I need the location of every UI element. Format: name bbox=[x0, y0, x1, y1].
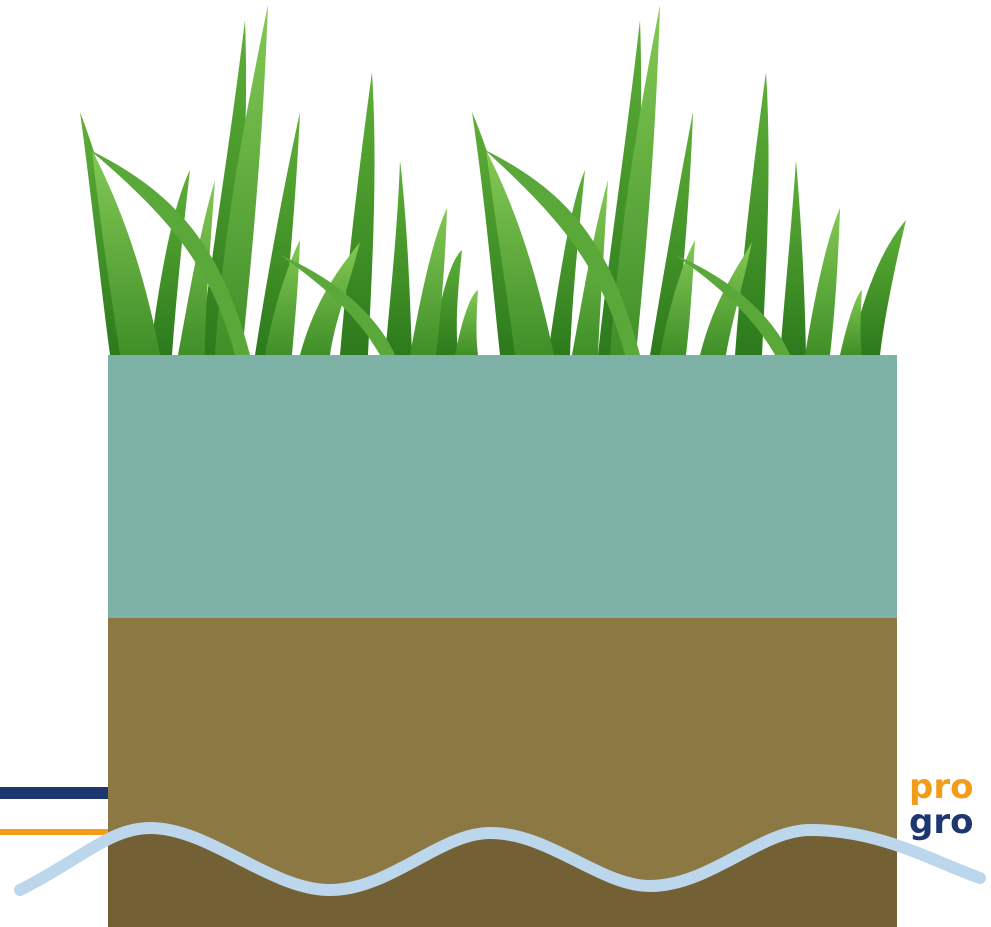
brand-line-2: gro bbox=[909, 802, 974, 842]
navy-stripe bbox=[0, 787, 110, 799]
brand-line-1: pro bbox=[909, 767, 974, 807]
water-layer bbox=[108, 355, 897, 619]
grass-icon bbox=[80, 5, 906, 355]
brand-logo: pro gro bbox=[909, 770, 973, 840]
orange-stripe bbox=[0, 829, 110, 835]
wave-icon bbox=[14, 821, 986, 897]
soil-dark-region bbox=[108, 828, 897, 927]
